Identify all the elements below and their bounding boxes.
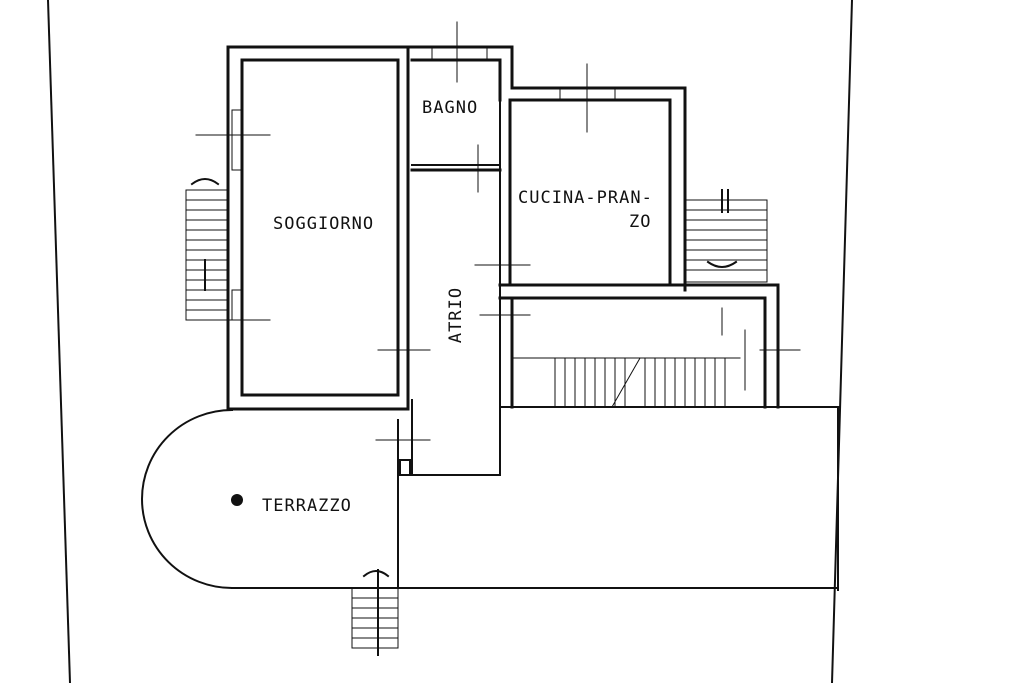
site-boundary [46,0,854,683]
opening-markers [195,21,801,441]
room-label-atrio: ATRIO [446,286,467,344]
room-label-cucina: CUCINA-PRAN- [518,188,653,208]
right-exterior-stair [684,189,768,283]
room-label-terrazzo: TERRAZZO [262,496,352,516]
room-label-bagno: BAGNO [422,98,479,118]
stair-hall-walls [510,283,780,409]
column-marker [231,494,243,506]
atrio-walls [399,99,501,476]
bottom-exterior-stair [351,569,399,656]
room-label-cucina-continued: ZO [629,212,652,232]
terrace-outline [141,406,841,591]
interior-stairs [511,357,741,408]
left-exterior-stair [185,178,229,321]
room-label-soggiorno: SOGGIORNO [273,214,375,234]
